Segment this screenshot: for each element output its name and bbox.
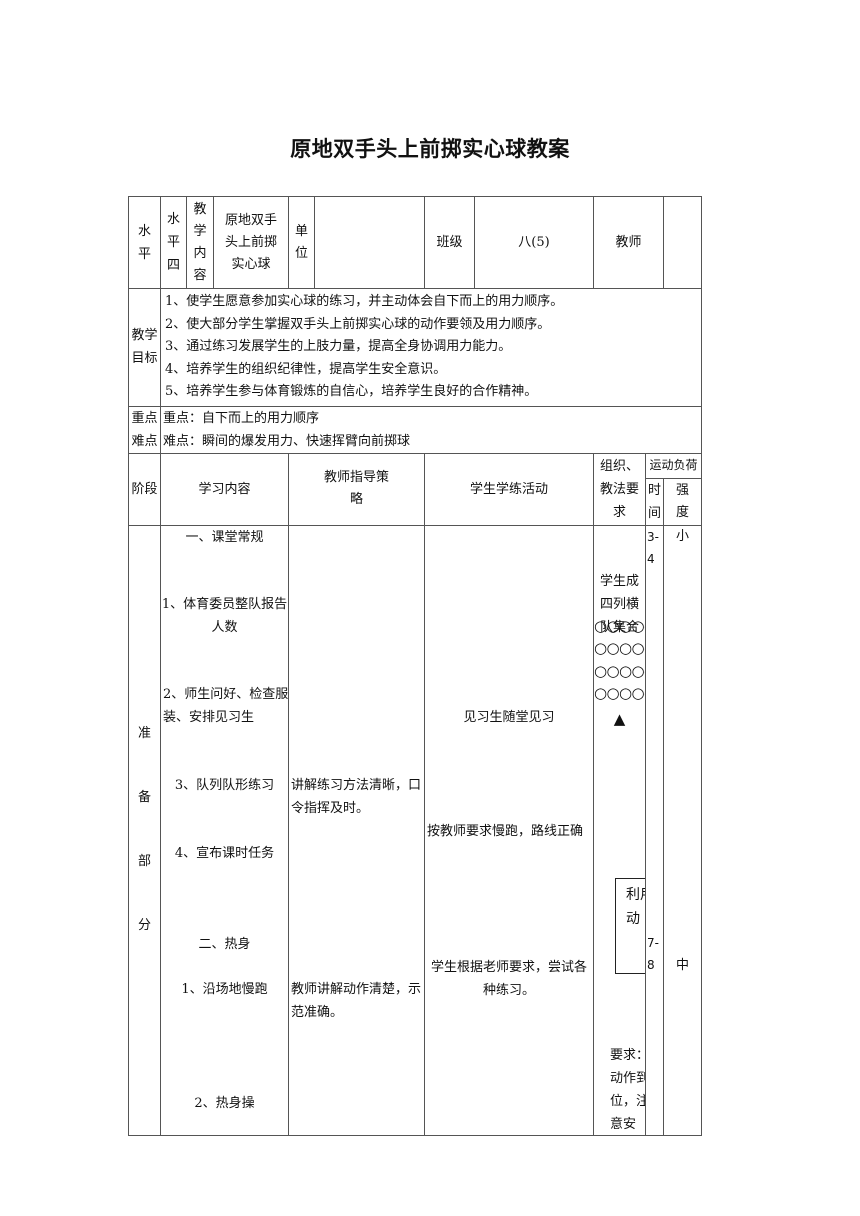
intensity-2: 中 (676, 957, 690, 973)
formation-row: ○○○○○○○○○○○○ (594, 639, 645, 657)
teacher-label: 教师 (592, 196, 665, 289)
content-2-2: 2、热身操 (194, 1095, 255, 1111)
objective-item: 5、培养学生参与体育锻炼的自信心，培养学生良好的合作精神。 (165, 384, 538, 399)
prep-row: 准备部分 一、课堂常规 1、体育委员整队报告人数 2、师生问好、检查服装、安排见… (128, 524, 703, 1136)
col-organization: 组织、教法要求 (593, 452, 646, 526)
content-value: 原地双手头上前掷实心球 (213, 196, 289, 289)
difficulty-point: 难点：瞬间的爆发用力、快速挥臂向前掷球 (163, 433, 411, 449)
lesson-plan-table: 水平 水平四 教学内容 原地双手头上前掷实心球 单位 班级 八(5) 教师 教学… (128, 196, 703, 1136)
class-value: 八(5) (474, 196, 594, 289)
time-1: 3-4 (647, 529, 659, 566)
content-1-1: 1、体育委员整队报告人数 (161, 596, 288, 635)
student-activity-3: 学生根据老师要求，尝试各种练习。 (430, 959, 587, 998)
key-point: 重点：自下而上的用力顺序 (163, 410, 320, 426)
warmup-box: 利用游戏场地进行热身运动 (615, 877, 645, 974)
col-load: 运动负荷 (644, 452, 703, 479)
objective-item: 4、培养学生的组织纪律性，提高学生安全意识。 (165, 361, 447, 377)
level-label: 水平 (128, 196, 161, 289)
column-header-row: 阶段 学习内容 教师指导策略 学生学练活动 组织、教法要求 运动负荷 (128, 452, 703, 526)
content-1-4: 4、宣布课时任务 (174, 845, 275, 861)
student-activity-2: 按教师要求慢跑，路线正确 (427, 823, 584, 839)
student-activity-1: 见习生随堂见习 (463, 709, 555, 725)
formation-row: ○○○○○○○○○○○○ (594, 684, 645, 702)
col-content: 学习内容 (160, 452, 289, 526)
formation-title: 学生成四列横队集合 (599, 573, 639, 635)
page-title: 原地双手头上前掷实心球教案 (290, 137, 570, 161)
formation-grid: ○○○○○○○○○○○○ ○○○○○○○○○○○○ ○○○○○○○○○○○○ ○… (594, 615, 645, 705)
requirement-text: 要求：动作到位，注意安全。 (610, 1047, 646, 1132)
col-teacher: 教师指导策略 (288, 452, 425, 526)
objective-item: 3、通过练习发展学生的上肢力量，提高全身协调用力能力。 (165, 339, 512, 354)
content-2-title: 二、热身 (198, 936, 251, 952)
objectives-list: 1、使学生愿意参加实心球的练习，并主动体会自下而上的用力顺序。 2、使大部分学生… (159, 288, 703, 407)
col-student: 学生学练活动 (424, 452, 594, 526)
time-2: 7-8 (647, 935, 659, 972)
formation-row: ○○○○○○○○○○○○ (594, 616, 645, 635)
teacher-guide-2: 教师讲解动作清楚，示范准确。 (291, 981, 422, 1020)
prep-content: 一、课堂常规 1、体育委员整队报告人数 2、师生问好、检查服装、安排见习生 3、… (160, 524, 289, 1136)
prep-organization: 学生成四列横队集合 ○○○○○○○○○○○○ ○○○○○○○○○○○○ ○○○○… (593, 524, 646, 1136)
objectives-row: 教学目标 1、使学生愿意参加实心球的练习，并主动体会自下而上的用力顺序。 2、使… (128, 288, 703, 407)
content-1-2: 2、师生问好、检查服装、安排见习生 (163, 686, 289, 725)
prep-stage: 准备部分 (128, 524, 161, 1136)
objective-item: 1、使学生愿意参加实心球的练习，并主动体会自下而上的用力顺序。 (165, 294, 564, 309)
content-1-3: 3、队列队形练习 (174, 777, 275, 793)
intensity-1: 小 (676, 528, 690, 544)
content-1-title: 一、课堂常规 (185, 529, 264, 545)
unit-value (314, 196, 425, 289)
header-row: 水平 水平四 教学内容 原地双手头上前掷实心球 单位 班级 八(5) 教师 (128, 196, 703, 289)
keypoints-row: 重点 难点 重点：自下而上的用力顺序 难点：瞬间的爆发用力、快速挥臂向前掷球 (128, 405, 703, 454)
teacher-value (663, 196, 703, 289)
teacher-guide-1: 讲解练习方法清晰，口令指挥及时。 (291, 777, 422, 816)
prep-student: 见习生随堂见习 按教师要求慢跑，路线正确 学生根据老师要求，尝试各种练习。 (424, 524, 594, 1136)
unit-label: 单位 (288, 196, 315, 289)
prep-time: 3-4 7-8 (644, 524, 665, 1136)
objectives-label: 教学目标 (128, 288, 161, 407)
teacher-marker-icon: ▲ (613, 709, 626, 728)
column-header-row-2: 时间 强度 (129, 477, 703, 526)
formation-row: ○○○○○○○○○○○○ (594, 661, 645, 680)
content-2-1: 1、沿场地慢跑 (181, 981, 268, 997)
prep-intensity: 小 中 (663, 524, 703, 1136)
col-intensity: 强度 (663, 477, 703, 526)
objective-item: 2、使大部分学生掌握双手头上前掷实心球的动作要领及用力顺序。 (165, 316, 551, 332)
class-label: 班级 (424, 196, 475, 289)
prep-teacher: 讲解练习方法清晰，口令指挥及时。 教师讲解动作清楚，示范准确。 (288, 524, 425, 1136)
col-stage: 阶段 (128, 452, 161, 526)
content-label: 教学内容 (186, 196, 214, 289)
keypoints-label: 重点 难点 (128, 405, 161, 454)
col-time: 时间 (644, 477, 665, 526)
keypoints-text: 重点：自下而上的用力顺序 难点：瞬间的爆发用力、快速挥臂向前掷球 (159, 405, 703, 454)
level-value: 水平四 (160, 196, 187, 289)
